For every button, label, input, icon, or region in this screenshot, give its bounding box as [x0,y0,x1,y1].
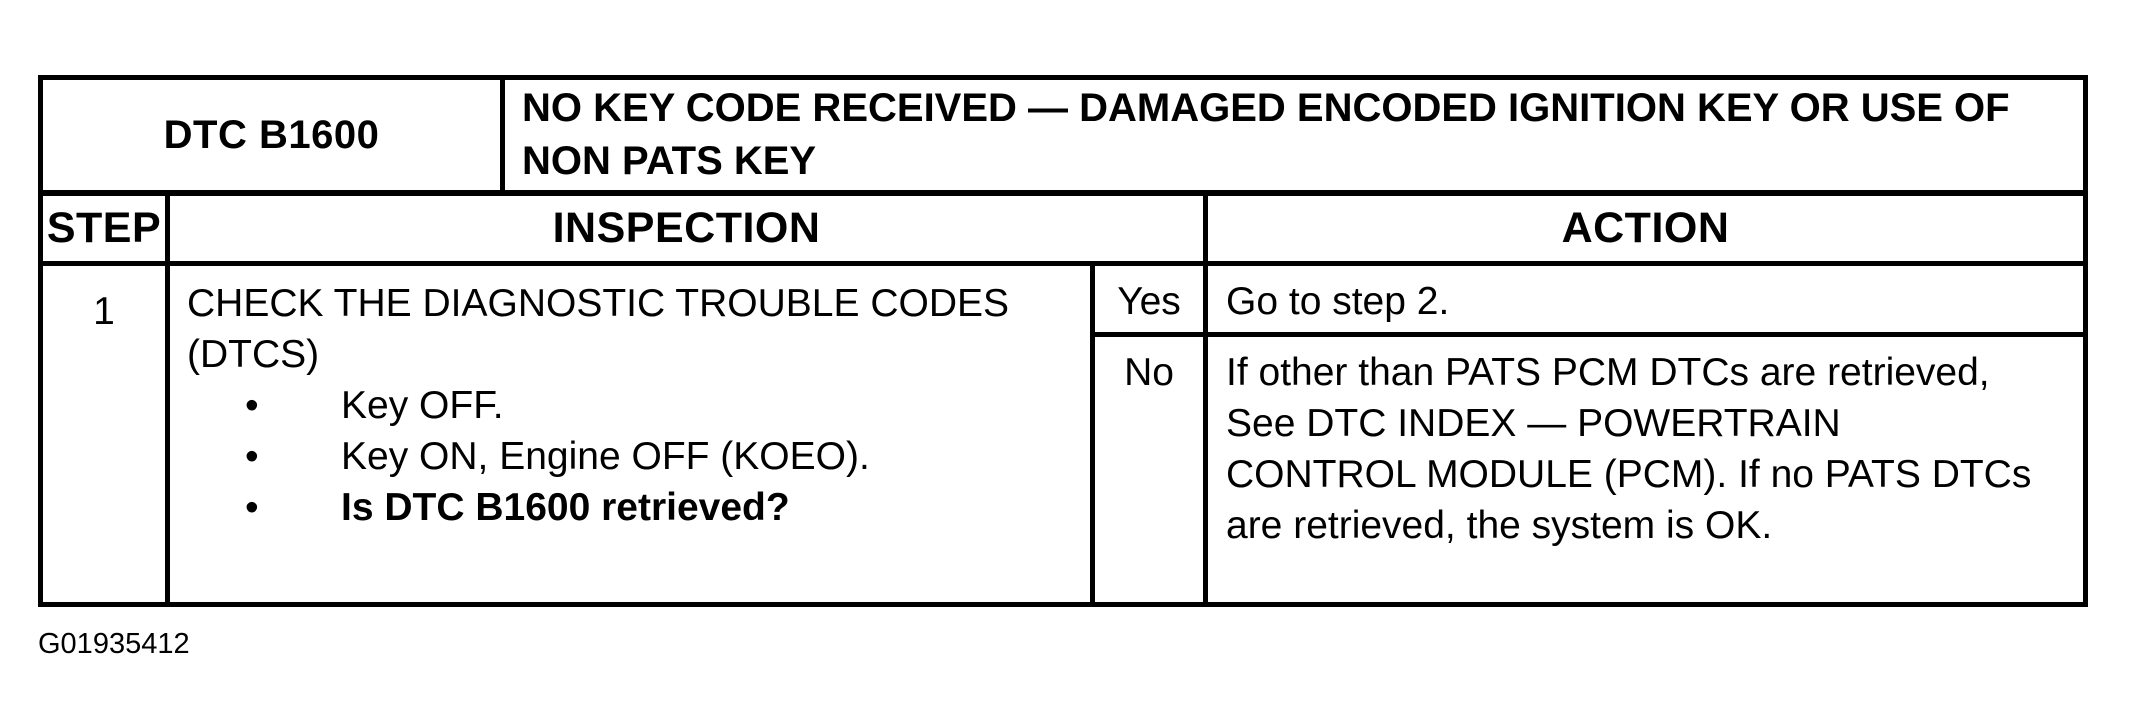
column-header-action: ACTION [1561,204,1730,252]
inspection-cell: CHECK THE DIAGNOSTIC TROUBLE CODES (DTCS… [170,266,1095,602]
bullet-icon: • [245,435,259,478]
outcome-yes-label: Yes [1117,280,1181,323]
dtc-title-cell: NO KEY CODE RECEIVED — DAMAGED ENCODED I… [505,80,2083,196]
dtc-diagnostic-table: DTC B1600 NO KEY CODE RECEIVED — DAMAGED… [38,75,2088,607]
list-item: • Key ON, Engine OFF (KOEO). [187,431,1080,482]
inspection-bullet-text: Key ON, Engine OFF (KOEO). [341,435,870,478]
figure-id: G01935412 [38,628,190,660]
column-header-step-cell: STEP [43,196,170,266]
column-header-inspection-cell: INSPECTION [170,196,1208,266]
outcome-yes-cell: Yes [1095,266,1208,337]
inspection-bullet-text: Key OFF. [341,384,504,427]
inspection-bullet-question: Is DTC B1600 retrieved? [341,486,790,529]
action-no-line-3: CONTROL MODULE (PCM). If no PATS DTCs [1226,453,2032,496]
action-yes-cell: Go to step 2. [1208,266,2083,337]
bullet-icon: • [245,384,259,427]
column-header-step: STEP [46,204,162,252]
inspection-bullet-list: • Key OFF. • Key ON, Engine OFF (KOEO). … [187,380,1080,533]
step-number: 1 [93,290,115,333]
inspection-title-line-2: (DTCS) [187,333,320,376]
dtc-title-line-2: NON PATS KEY [522,139,817,183]
column-header-action-cell: ACTION [1208,196,2083,266]
action-no-cell: If other than PATS PCM DTCs are retrieve… [1208,337,2083,602]
step-number-cell: 1 [43,266,170,602]
outcome-no-cell: No [1095,337,1208,602]
action-yes-text: Go to step 2. [1226,280,1450,323]
dtc-code-cell: DTC B1600 [43,80,505,196]
column-header-inspection: INSPECTION [552,204,821,252]
list-item: • Is DTC B1600 retrieved? [187,482,1080,533]
action-no-line-1: If other than PATS PCM DTCs are retrieve… [1226,351,1990,394]
inspection-title-line-1: CHECK THE DIAGNOSTIC TROUBLE CODES [187,282,1010,325]
bullet-icon: • [245,486,259,529]
action-no-line-4: are retrieved, the system is OK. [1226,504,1773,547]
dtc-title-line-1: NO KEY CODE RECEIVED — DAMAGED ENCODED I… [522,86,2010,130]
list-item: • Key OFF. [187,380,1080,431]
action-no-line-2: See DTC INDEX — POWERTRAIN [1226,402,1841,445]
outcome-no-label: No [1124,351,1174,394]
dtc-code: DTC B1600 [163,112,380,157]
